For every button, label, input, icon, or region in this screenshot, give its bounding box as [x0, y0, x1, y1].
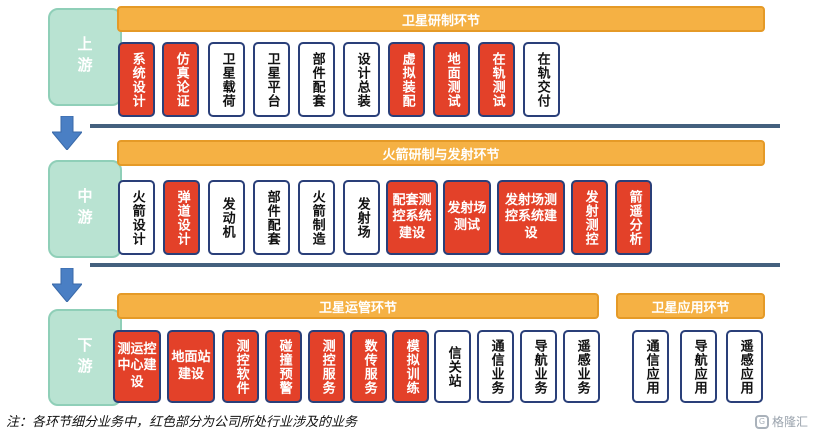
stage-midstream: 中游	[48, 160, 122, 258]
business-box-design-assembly: 设计总装	[343, 42, 380, 117]
business-box-navigation-business: 导航业务	[520, 330, 557, 403]
business-box-remote-sensing-application: 遥感应用	[726, 330, 763, 403]
business-box-rocket-design: 火箭设计	[118, 180, 155, 255]
business-box-gateway-station: 信关站	[434, 330, 471, 403]
business-box-orbit-test: 在轨测试	[478, 42, 515, 117]
business-box-data-transmission-service: 数传服务	[350, 330, 387, 403]
business-box-launch-site: 发射场	[343, 180, 380, 255]
business-box-simulation: 仿真论证	[162, 42, 199, 117]
business-box-component-supply: 部件配套	[298, 42, 335, 117]
arrow-down-icon	[52, 116, 82, 150]
business-box-communication-business: 通信业务	[477, 330, 514, 403]
banner-rocket-rd: 火箭研制与发射环节	[117, 140, 765, 166]
business-box-tt-c-service: 测控服务	[308, 330, 345, 403]
business-box-tt-c-center-construction: 测运控中心建设	[113, 330, 161, 403]
business-box-collision-warning: 碰撞预警	[265, 330, 302, 403]
business-box-virtual-assembly: 虚拟装配	[388, 42, 425, 117]
gelonghui-logo-icon: G	[755, 414, 769, 429]
business-box-supporting-tt-c-construction: 配套测控系统建设	[386, 180, 438, 255]
business-box-engine: 发动机	[208, 180, 245, 255]
business-box-ground-test: 地面测试	[433, 42, 470, 117]
business-box-launch-site-tt-c-construction: 发射场测控系统建设	[497, 180, 565, 255]
business-box-launch-tt-c: 发射测控	[571, 180, 608, 255]
banner-satellite-rd: 卫星研制环节	[117, 6, 765, 32]
business-box-satellite-payload: 卫星载荷	[208, 42, 245, 117]
banner-satellite-app: 卫星应用环节	[616, 293, 765, 319]
watermark-text: 格隆汇	[772, 415, 809, 429]
arrow-down-icon	[52, 268, 82, 302]
watermark: G 格隆汇	[755, 413, 808, 430]
business-box-launch-site-test: 发射场测试	[443, 180, 491, 255]
section-divider	[90, 263, 780, 267]
business-box-rocket-manufacturing: 火箭制造	[298, 180, 335, 255]
business-box-orbit-delivery: 在轨交付	[523, 42, 560, 117]
business-box-navigation-application: 导航应用	[680, 330, 717, 403]
business-box-simulation-training: 模拟训练	[392, 330, 429, 403]
footnote: 注：各环节细分业务中，红色部分为公司所处行业涉及的业务	[6, 415, 358, 430]
stage-downstream: 下游	[48, 309, 122, 406]
business-box-communication-application: 通信应用	[632, 330, 669, 403]
business-box-trajectory-design: 弹道设计	[163, 180, 200, 255]
business-box-remote-sensing-business: 遥感业务	[563, 330, 600, 403]
business-box-satellite-platform: 卫星平台	[253, 42, 290, 117]
stage-upstream: 上游	[48, 8, 122, 106]
business-box-component-supply: 部件配套	[253, 180, 290, 255]
banner-satellite-ops: 卫星运管环节	[117, 293, 599, 319]
business-box-ground-station-construction: 地面站建设	[167, 330, 215, 403]
business-box-tt-c-software: 测控软件	[222, 330, 259, 403]
business-box-rocket-telemetry-analysis: 箭遥分析	[615, 180, 652, 255]
section-divider	[90, 124, 780, 128]
business-box-system-design: 系统设计	[118, 42, 155, 117]
